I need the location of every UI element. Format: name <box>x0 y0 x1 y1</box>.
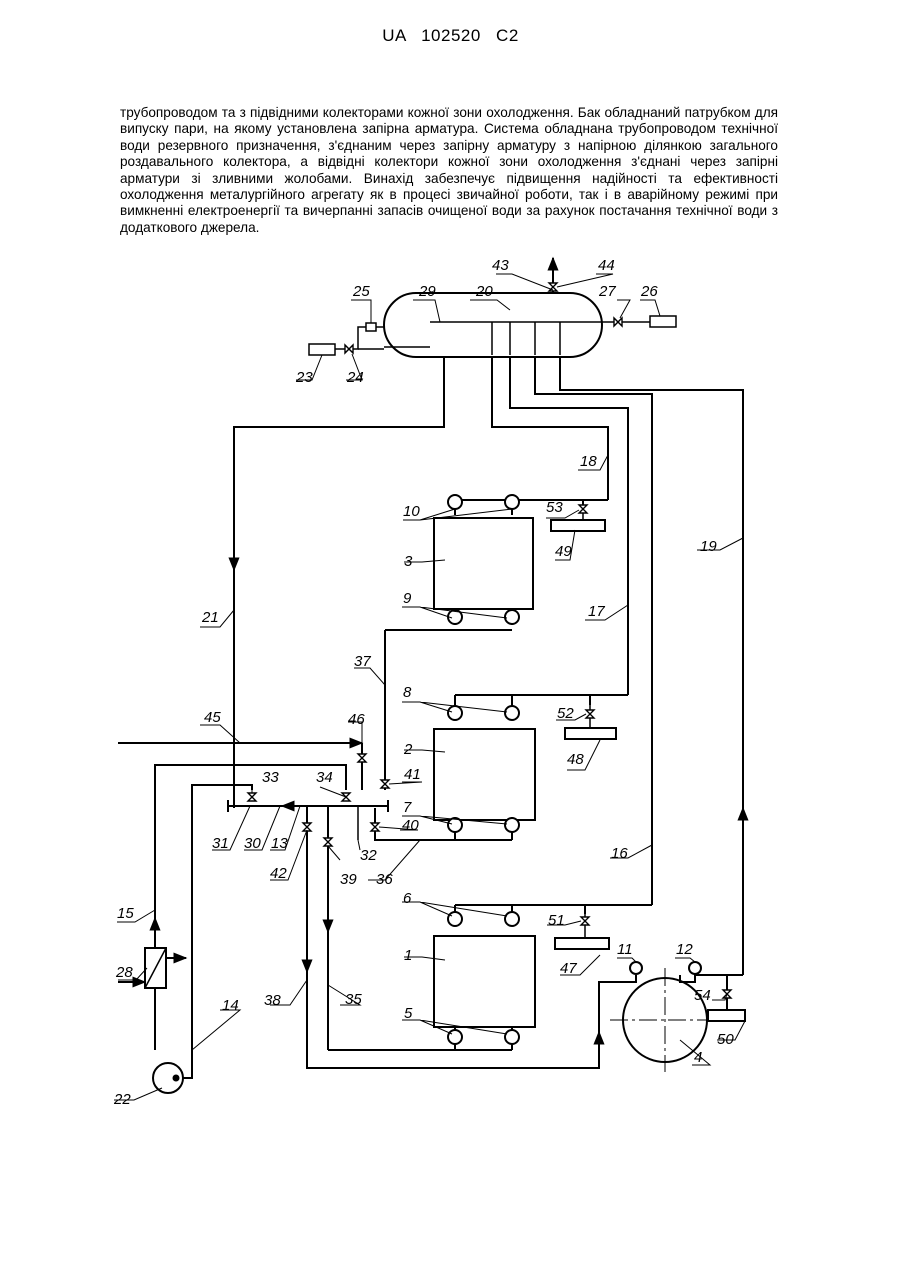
valve-42 <box>303 823 311 831</box>
label-36: 36 <box>376 871 393 888</box>
label-10: 10 <box>403 503 420 520</box>
cooling-zone-2 <box>434 729 535 820</box>
label-40: 40 <box>402 817 419 834</box>
label-45: 45 <box>204 709 221 726</box>
label-52: 52 <box>557 705 574 722</box>
label-6: 6 <box>403 890 412 907</box>
label-11: 11 <box>617 941 633 958</box>
label-16: 16 <box>611 845 628 862</box>
valve-53 <box>579 505 587 513</box>
label-9: 9 <box>403 590 412 607</box>
label-43: 43 <box>492 257 509 274</box>
label-2: 2 <box>403 741 413 758</box>
label-32: 32 <box>360 847 377 864</box>
collector-5a <box>448 1030 462 1044</box>
label-41: 41 <box>404 766 421 783</box>
collector-8b <box>505 706 519 720</box>
device-26 <box>650 316 676 327</box>
label-13: 13 <box>271 835 288 852</box>
label-31: 31 <box>212 835 229 852</box>
cooling-zone-1 <box>434 936 535 1027</box>
label-25: 25 <box>352 283 370 300</box>
label-28: 28 <box>115 964 133 981</box>
drain-trough-48 <box>565 728 616 739</box>
leader-lines <box>114 274 745 1100</box>
label-30: 30 <box>244 835 261 852</box>
label-50: 50 <box>717 1031 734 1048</box>
label-48: 48 <box>567 751 584 768</box>
label-18: 18 <box>580 453 597 470</box>
drain-trough-49 <box>551 520 605 531</box>
cooling-zone-3 <box>434 518 533 609</box>
collector-7b <box>505 818 519 832</box>
label-29: 29 <box>418 283 436 300</box>
collector-9b <box>505 610 519 624</box>
collector-8a <box>448 706 462 720</box>
collector-5b <box>505 1030 519 1044</box>
label-7: 7 <box>403 799 412 816</box>
label-39: 39 <box>340 871 357 888</box>
label-5: 5 <box>404 1005 413 1022</box>
collector-6b <box>505 912 519 926</box>
valve-51 <box>581 917 589 925</box>
label-33: 33 <box>262 769 279 786</box>
label-12: 12 <box>676 941 693 958</box>
pipelines <box>118 258 745 1093</box>
label-53: 53 <box>546 499 563 516</box>
label-20: 20 <box>475 283 493 300</box>
label-46: 46 <box>348 711 365 728</box>
label-49: 49 <box>555 543 572 560</box>
valve-27 <box>614 318 622 326</box>
pipe-16 <box>535 357 652 905</box>
valve-24 <box>345 345 353 353</box>
valve-41 <box>381 780 389 788</box>
collector-10b <box>505 495 519 509</box>
label-35: 35 <box>345 991 362 1008</box>
label-21: 21 <box>201 609 219 626</box>
label-38: 38 <box>264 992 281 1009</box>
label-3: 3 <box>404 553 413 570</box>
label-24: 24 <box>346 369 364 386</box>
label-19: 19 <box>700 538 717 555</box>
reference-labels: 43 44 25 29 20 27 26 23 24 18 10 53 3 49… <box>113 257 734 1108</box>
label-34: 34 <box>316 769 333 786</box>
label-44: 44 <box>598 257 615 274</box>
label-14: 14 <box>222 997 239 1014</box>
valve-39 <box>324 838 332 846</box>
label-23: 23 <box>295 369 313 386</box>
label-22: 22 <box>113 1091 131 1108</box>
label-26: 26 <box>640 283 658 300</box>
device-25 <box>366 323 376 331</box>
label-27: 27 <box>598 283 616 300</box>
pipe-14 <box>183 785 252 1078</box>
collector-12 <box>689 962 701 974</box>
drain-trough-47 <box>555 938 609 949</box>
label-47: 47 <box>560 960 577 977</box>
label-8: 8 <box>403 684 412 701</box>
label-37: 37 <box>354 653 371 670</box>
collector-6a <box>448 912 462 926</box>
pipe-21 <box>234 357 444 808</box>
label-1: 1 <box>404 947 412 964</box>
valve-33 <box>248 793 256 801</box>
valve-40 <box>371 823 379 831</box>
pipe-15 <box>155 765 346 1050</box>
label-42: 42 <box>270 865 287 882</box>
label-54: 54 <box>694 987 711 1004</box>
valve-46 <box>358 754 366 762</box>
drain-trough-50 <box>708 1010 745 1021</box>
collector-11 <box>630 962 642 974</box>
label-4: 4 <box>694 1049 702 1066</box>
device-23 <box>309 344 335 355</box>
label-51: 51 <box>548 912 565 929</box>
collector-10a <box>448 495 462 509</box>
label-17: 17 <box>588 603 605 620</box>
label-15: 15 <box>117 905 134 922</box>
valve-52 <box>586 710 594 718</box>
